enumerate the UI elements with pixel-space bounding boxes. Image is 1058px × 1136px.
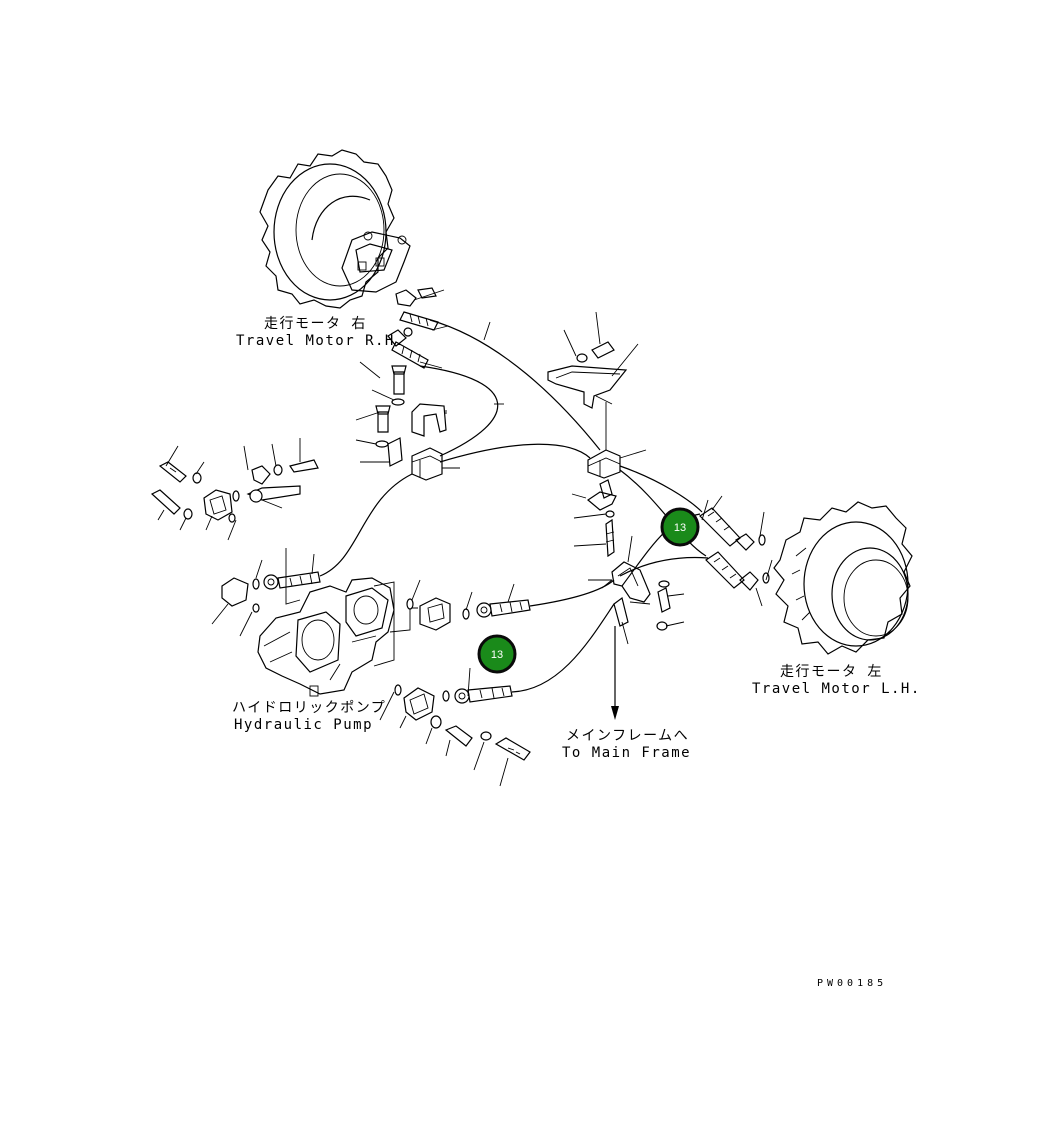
travel-motor-rh-en-label: Travel Motor R.H. bbox=[236, 333, 405, 349]
lh-motor-fittings bbox=[699, 495, 773, 607]
rh-motor-fittings bbox=[355, 287, 449, 467]
upper-bracket bbox=[547, 311, 639, 409]
travel-motor-lh-jp-label: 走行モータ 左 bbox=[780, 664, 883, 680]
hydraulic-pump-en-label: Hydraulic Pump bbox=[234, 717, 373, 733]
callout-number: 13 bbox=[491, 649, 503, 661]
callout-13-left[interactable]: 13 bbox=[477, 634, 517, 674]
left-bolts-group bbox=[150, 438, 319, 541]
callout-number: 13 bbox=[674, 522, 686, 534]
main-frame-en-label: To Main Frame bbox=[562, 745, 691, 761]
travel-motor-lh bbox=[773, 501, 913, 655]
hydraulic-hoses bbox=[319, 319, 709, 693]
callout-marker bbox=[477, 634, 517, 674]
hydraulic-pump-jp-label: ハイドロリックポンプ bbox=[232, 700, 386, 716]
travel-motor-rh bbox=[259, 149, 411, 309]
drawing-code: PW00185 bbox=[817, 978, 887, 989]
travel-motor-lh-en-label: Travel Motor L.H. bbox=[752, 681, 921, 697]
main-frame-jp-label: メインフレームへ bbox=[566, 728, 689, 744]
callout-marker bbox=[660, 507, 700, 547]
pump-fittings bbox=[379, 579, 531, 787]
travel-motor-rh-jp-label: 走行モータ 右 bbox=[264, 316, 367, 332]
hose-fittings-left bbox=[211, 553, 321, 637]
hydraulic-pump bbox=[257, 548, 418, 697]
lower-clamp-group bbox=[571, 479, 685, 645]
callout-13-right[interactable]: 13 bbox=[660, 507, 700, 547]
center-clamp bbox=[587, 402, 647, 479]
clamp-block-left bbox=[411, 447, 460, 481]
main-frame-arrow bbox=[611, 626, 619, 720]
